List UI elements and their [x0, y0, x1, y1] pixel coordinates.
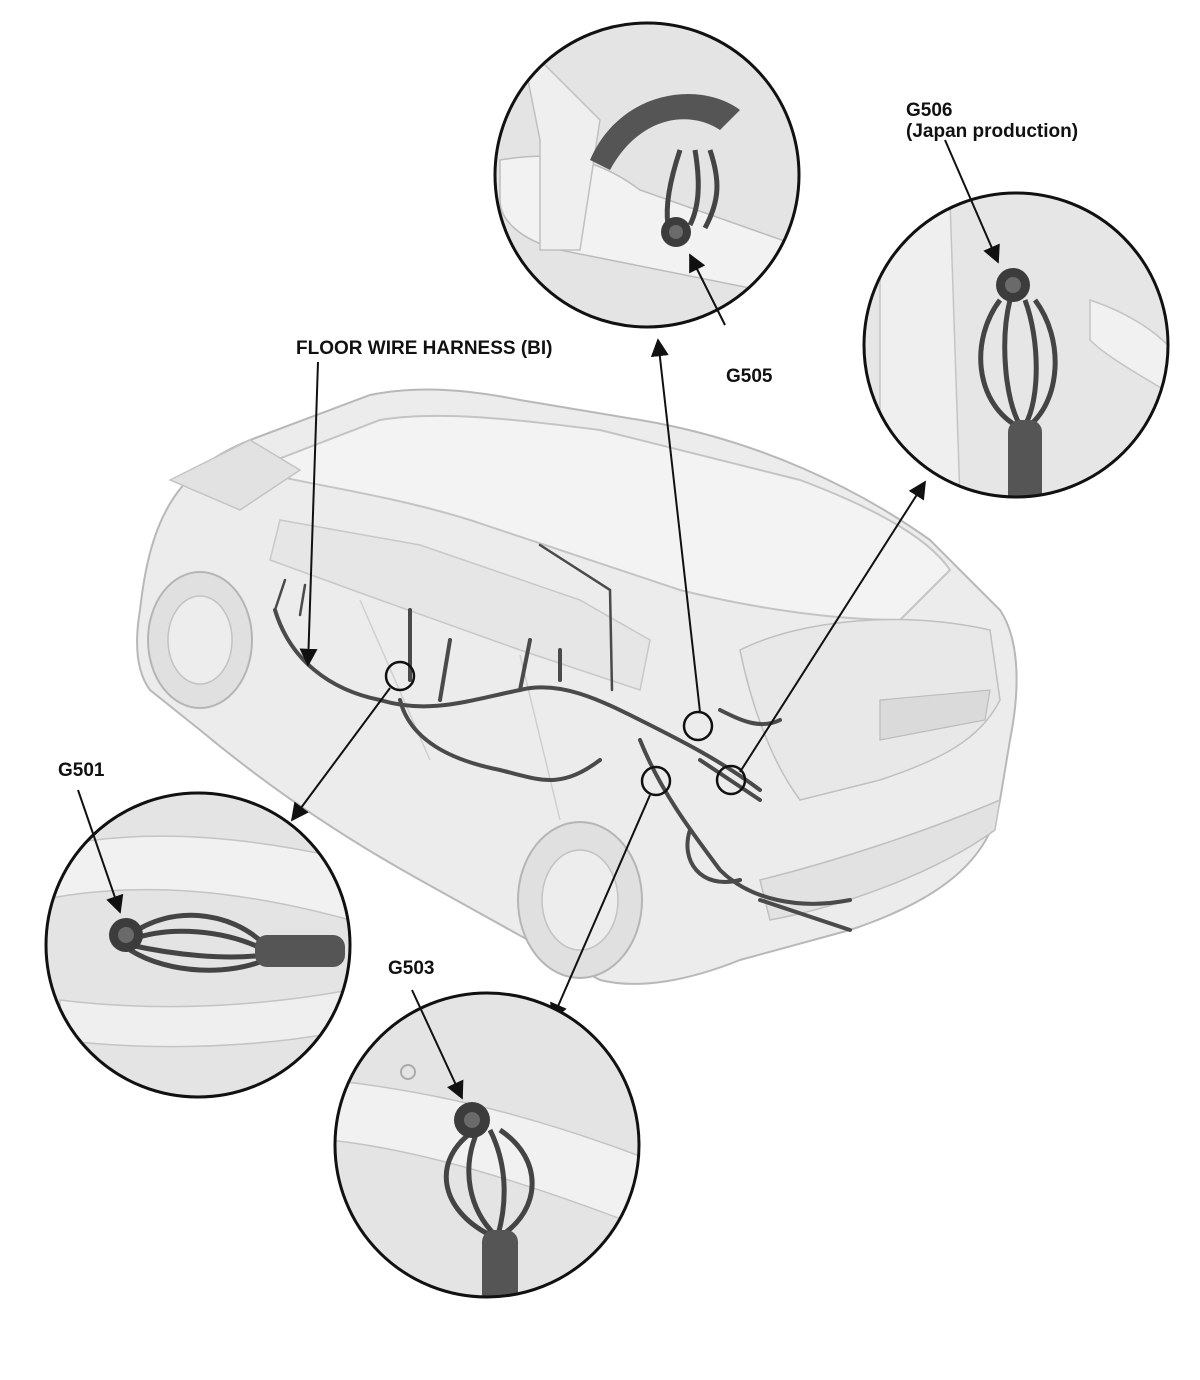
floor-wire-harness-label: FLOOR WIRE HARNESS (BI): [296, 338, 553, 359]
vehicle-rear-lamp: [879, 689, 991, 741]
detail-circle-g503: [333, 989, 641, 1299]
detail-circle-g506: [862, 139, 1170, 499]
floor-wire-harness: [273, 543, 852, 932]
detail-circle-g505: [493, 21, 801, 329]
vehicle-illustration: [136, 388, 1018, 985]
g501-label: G501: [58, 760, 105, 781]
rear-wheel: [517, 821, 643, 979]
detail-circle-g501: [44, 789, 352, 1099]
g505-marker: [682, 710, 714, 742]
vehicle-side-window: [269, 519, 651, 691]
front-wheel: [147, 571, 253, 709]
g506-marker: [715, 764, 747, 796]
g503-marker: [640, 765, 672, 797]
g503-label: G503: [388, 958, 435, 979]
g501-marker: [384, 660, 416, 692]
callout-arrows: [290, 338, 926, 1022]
g505-label: G505: [726, 366, 773, 387]
vehicle-windshield: [168, 439, 302, 511]
ground-location-markers: [384, 660, 747, 797]
g506-label: G506: [906, 100, 953, 121]
vehicle-tailgate: [739, 618, 1001, 801]
g506-note-label: (Japan production): [906, 121, 1079, 142]
